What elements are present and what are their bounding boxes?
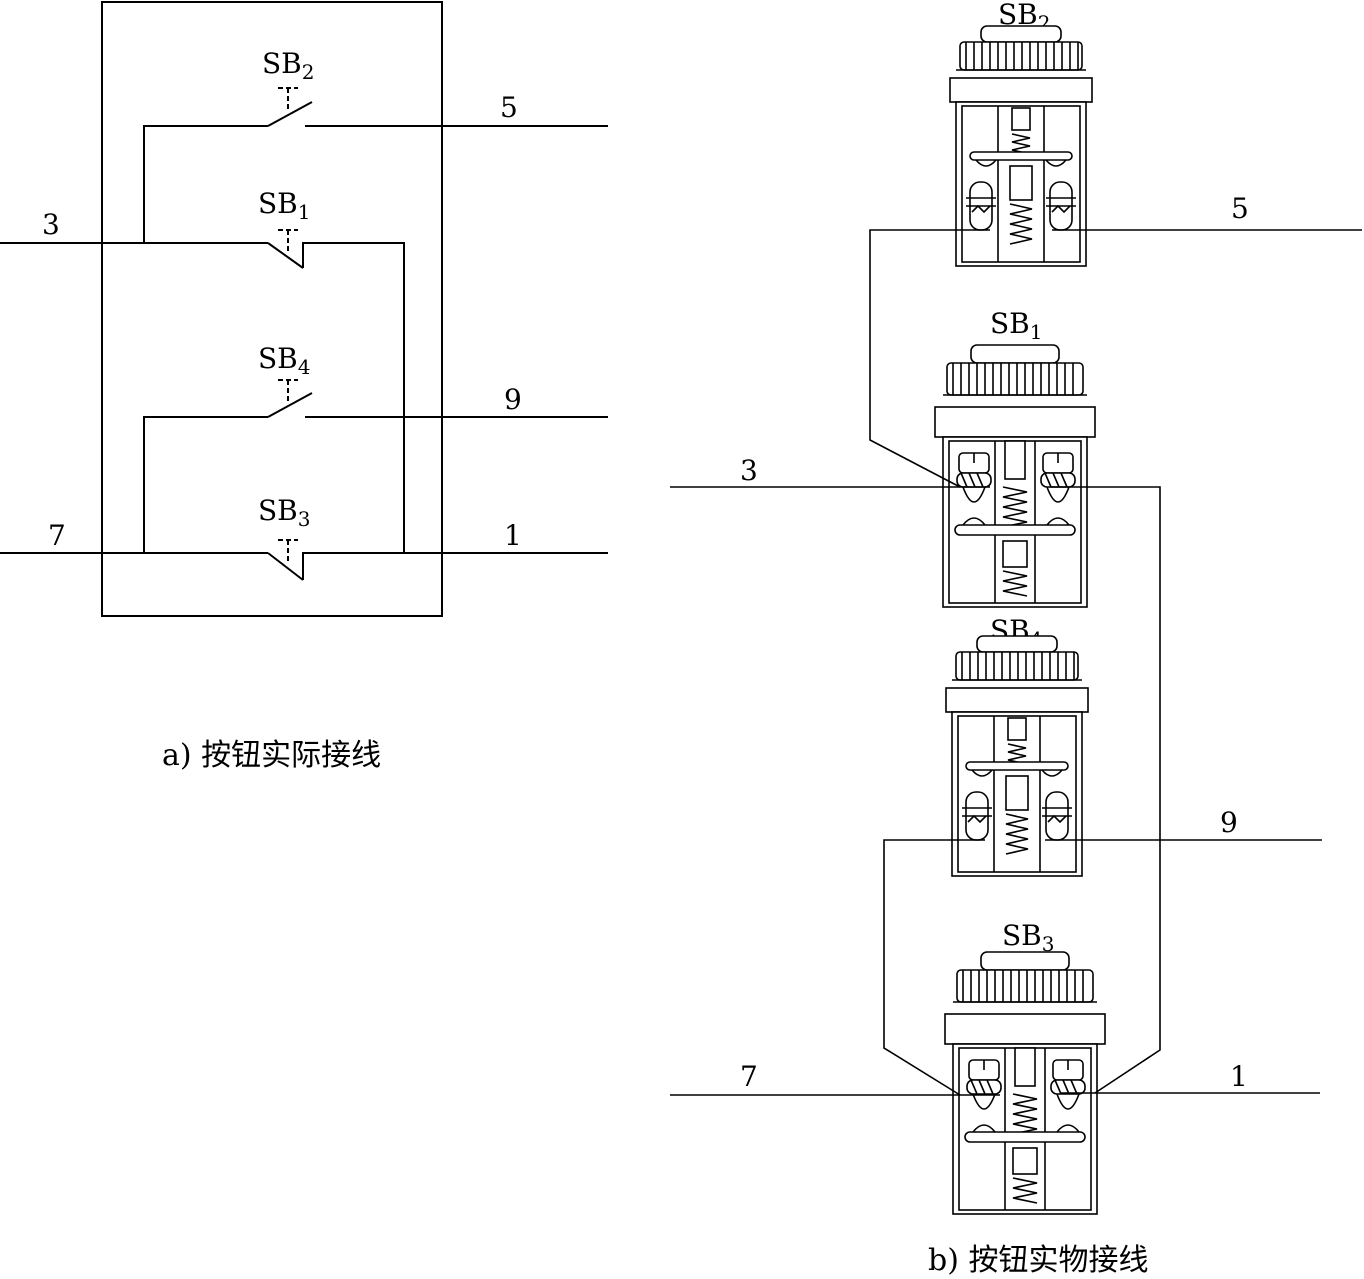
sb3-physical-button: [944, 951, 1106, 1215]
switch-sb2: SB2: [143, 47, 608, 243]
terminal-3-label: 3: [42, 208, 60, 241]
panel-b-physical: SB2 SB1 SB4 SB3 5: [670, 0, 1362, 1278]
sb1-label: SB1: [258, 187, 311, 224]
switch-sb4: SB4: [143, 342, 608, 553]
terminal-5-label: 5: [500, 91, 518, 124]
switch-sb1: SB1: [0, 187, 405, 553]
terminal-7-label: 7: [48, 519, 66, 552]
sb2-label: SB2: [262, 47, 315, 84]
phys-terminal-5-label: 5: [1231, 192, 1249, 225]
switch-sb3: SB3: [0, 494, 608, 581]
sb1-physical-label: SB1: [990, 307, 1043, 344]
terminal-1-label: 1: [504, 519, 522, 552]
phys-terminal-9-label: 9: [1220, 806, 1238, 839]
button-box-outline: [101, 1, 443, 617]
phys-terminal-7-label: 7: [740, 1060, 758, 1093]
physical-wires: [670, 229, 1362, 1096]
panel-b-caption: b) 按钮实物接线: [928, 1243, 1148, 1278]
panel-a-schematic: SB2 5 SB1 3 SB4 9 SB3 7 1: [0, 1, 608, 773]
sb3-label: SB3: [258, 494, 311, 531]
phys-terminal-1-label: 1: [1230, 1060, 1248, 1093]
sb3-physical-label: SB3: [1002, 919, 1055, 956]
sb4-label: SB4: [258, 342, 311, 379]
panel-a-caption: a) 按钮实际接线: [162, 738, 381, 773]
terminal-9-label: 9: [504, 383, 522, 416]
phys-terminal-3-label: 3: [740, 454, 758, 487]
sb1-physical-button: [934, 344, 1096, 608]
